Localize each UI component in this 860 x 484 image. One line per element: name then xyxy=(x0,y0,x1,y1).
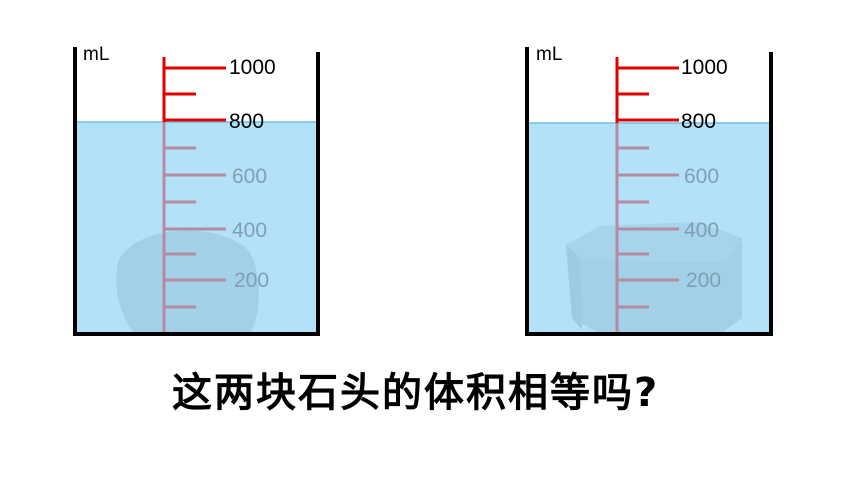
tick-label-200: 200 xyxy=(686,269,722,292)
unit-label-right: mL xyxy=(536,44,563,65)
unit-label-left: mL xyxy=(83,44,110,65)
scale-below-water xyxy=(615,123,679,332)
tick-label-600: 600 xyxy=(232,165,268,188)
tick-label-1000: 1000 xyxy=(229,56,276,79)
tick-label-400: 400 xyxy=(684,219,720,242)
question-text: 这两块石头的体积相等吗? xyxy=(172,370,660,416)
tick-label-800: 800 xyxy=(229,110,265,133)
tick-label-400: 400 xyxy=(232,219,268,242)
tick-label-600: 600 xyxy=(684,165,720,188)
scale-above-water xyxy=(615,57,679,123)
tick-label-1000: 1000 xyxy=(681,56,728,79)
scale-above-water xyxy=(162,57,226,122)
tick-label-200: 200 xyxy=(234,269,270,292)
tick-label-800: 800 xyxy=(681,110,717,133)
scale-below-water xyxy=(162,122,226,332)
